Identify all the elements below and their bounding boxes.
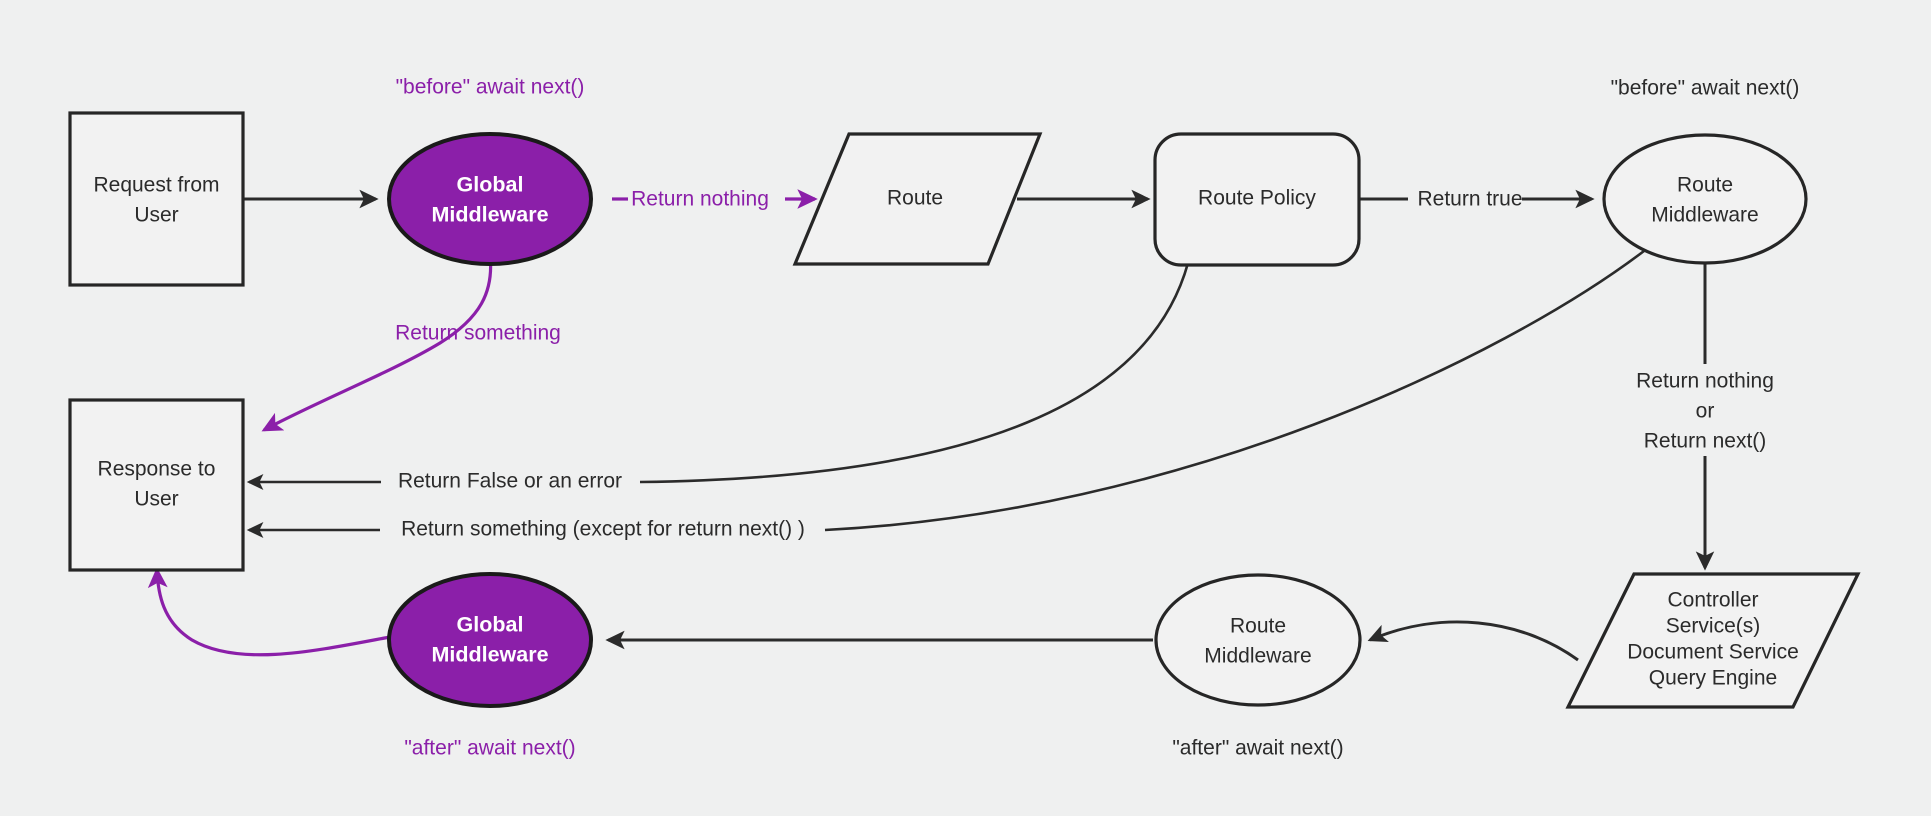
- edge-route-middleware-to-response: [824, 249, 1645, 532]
- route-middleware-top-label-line2: Middleware: [1651, 204, 1758, 227]
- route-shape: [792, 132, 1043, 266]
- route-policy-shape: [1153, 132, 1361, 267]
- route-label: Route: [887, 187, 943, 210]
- global-middleware-top-label-line1: Global: [457, 173, 524, 197]
- edge-controller-to-route-middleware-bottom: [1367, 620, 1579, 662]
- node-route-middleware-bottom[interactable]: Route Middleware: [1154, 573, 1362, 707]
- node-request-from-user[interactable]: Request from User: [68, 111, 245, 287]
- edge-route-policy-to-response: [639, 262, 1190, 484]
- annotation-before-await-next-route: "before" await next(): [1611, 77, 1800, 100]
- response-to-user-label-line1: Response to: [98, 458, 216, 481]
- controller-services-shape: [1565, 572, 1861, 709]
- node-route[interactable]: Route: [792, 132, 1043, 266]
- edge-label-return-nothing-or-next-line3: Return next(): [1644, 430, 1767, 453]
- route-policy-label: Route Policy: [1198, 187, 1316, 210]
- route-middleware-top-label-line1: Route: [1677, 174, 1733, 197]
- route-middleware-top-shape: [1602, 133, 1808, 265]
- global-middleware-top-shape: [387, 132, 593, 266]
- controller-label-line4: Query Engine: [1649, 667, 1777, 690]
- request-from-user-label-line1: Request from: [93, 174, 219, 197]
- edge-label-return-true: Return true: [1417, 188, 1522, 211]
- node-route-middleware-top[interactable]: Route Middleware: [1602, 133, 1808, 265]
- response-to-user-shape: [68, 398, 245, 572]
- annotation-before-await-next-global: "before" await next(): [396, 76, 585, 99]
- node-controller-services[interactable]: Controller Service(s) Document Service Q…: [1565, 572, 1861, 709]
- node-response-to-user[interactable]: Response to User: [68, 398, 245, 572]
- annotation-after-await-next-route: "after" await next(): [1172, 737, 1343, 760]
- edge-label-return-nothing-or-next-line2: or: [1696, 400, 1715, 423]
- edge-global-middleware-bottom-to-response: [147, 567, 391, 657]
- route-middleware-bottom-shape: [1154, 573, 1362, 707]
- route-middleware-bottom-label-line2: Middleware: [1204, 645, 1311, 668]
- response-to-user-label-line2: User: [134, 488, 178, 511]
- route-middleware-bottom-label-line1: Route: [1230, 615, 1286, 638]
- controller-label-line1: Controller: [1667, 589, 1758, 612]
- edge-label-return-false-or-error: Return False or an error: [398, 470, 622, 493]
- node-global-middleware-bottom[interactable]: Global Middleware: [387, 572, 593, 708]
- request-from-user-label-line2: User: [134, 204, 178, 227]
- edge-label-return-nothing: Return nothing: [631, 188, 769, 211]
- edge-label-return-something: Return something: [395, 322, 561, 345]
- global-middleware-bottom-label-line2: Middleware: [431, 643, 548, 667]
- global-middleware-top-label-line2: Middleware: [431, 203, 548, 227]
- request-from-user-shape: [68, 111, 245, 287]
- edge-label-return-nothing-or-next-line1: Return nothing: [1636, 370, 1774, 393]
- controller-label-line3: Document Service: [1627, 641, 1799, 664]
- node-route-policy[interactable]: Route Policy: [1153, 132, 1361, 267]
- edge-label-return-something-except: Return something (except for return next…: [401, 518, 805, 541]
- controller-label-line2: Service(s): [1666, 615, 1761, 638]
- global-middleware-bottom-shape: [387, 572, 593, 708]
- annotation-after-await-next-global: "after" await next(): [404, 737, 575, 760]
- global-middleware-bottom-label-line1: Global: [457, 613, 524, 637]
- node-global-middleware-top[interactable]: Global Middleware: [387, 132, 593, 266]
- edge-global-middleware-return-something: [261, 254, 493, 432]
